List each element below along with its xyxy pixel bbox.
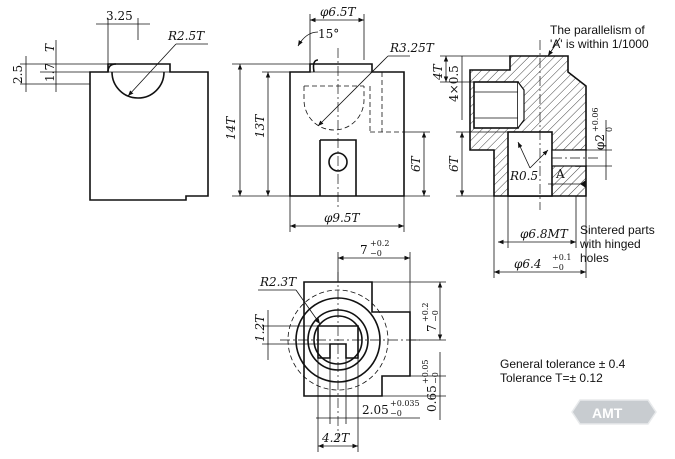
left-view: R2.5T 3.25 2.5 1.7 T: [11, 9, 209, 201]
d7-label: 7: [360, 243, 368, 257]
d065-tol-dn: −0: [431, 372, 440, 384]
left-view-top-edge: [107, 63, 117, 73]
d7v-label: 7: [425, 324, 439, 332]
d7-tol-up: +0.2: [370, 239, 389, 248]
front-view: φ6.5T 15° R3.25T 14T 13T 6T φ9.5T: [224, 5, 435, 232]
r05-leader: [517, 141, 531, 169]
left-view-arc-cut: [111, 71, 165, 99]
r25-leader: [127, 43, 177, 97]
parallel-leader: [547, 37, 561, 57]
d6a-label: 6T: [409, 155, 423, 172]
phi64-tol-up: +0.1: [552, 253, 571, 262]
d4t-label: 4T: [431, 63, 445, 81]
d6b-label: 6T: [447, 155, 461, 172]
d14-label: 14T: [224, 116, 238, 140]
amt-logo-badge: [571, 399, 657, 425]
d065-label: 0.65: [425, 385, 439, 412]
section-view: The parallelism of 'A' is within 1/1000 …: [431, 23, 655, 278]
phi95-label: φ9.5T: [324, 211, 360, 225]
front-view-chamfer: [312, 59, 319, 73]
front-view-outline: [289, 63, 405, 197]
r23-leader: [295, 289, 321, 325]
phi2-tol-dn: 0: [605, 127, 614, 132]
sintered-note-line3: holes: [580, 251, 609, 265]
parallel-note-line1: The parallelism of: [550, 23, 645, 37]
amt-logo: AMT: [571, 399, 657, 425]
r05-label: R0.5: [509, 169, 538, 183]
section-lower-cavity: [507, 131, 553, 197]
angle-label: 15°: [318, 27, 339, 41]
d325-label: 3.25: [106, 9, 133, 23]
d205-label: 2.05: [362, 403, 389, 417]
d4x05-label: 4×0.5: [447, 65, 461, 102]
datum-a-triangle: [580, 180, 586, 188]
d065-tol-up: +0.05: [421, 359, 430, 384]
r325-label: R3.25T: [389, 41, 435, 55]
amt-logo-text: AMT: [592, 405, 623, 421]
top-view-outline: [303, 281, 411, 397]
parallel-note-line2: 'A' is within 1/1000: [550, 37, 649, 51]
d205-tol-up: +0.035: [390, 399, 420, 408]
sintered-note-line1: Sintered parts: [580, 223, 655, 237]
d17-label: 1.7: [43, 63, 57, 82]
sintered-note-line2: with hinged: [579, 237, 641, 251]
section-bore-chamfer: [517, 81, 525, 129]
tolerance-t-note: Tolerance T=± 0.12: [500, 371, 603, 385]
d12-label: 1.2T: [253, 314, 267, 342]
phi2-tol-up: +0.06: [591, 107, 600, 132]
datum-a-label: A: [555, 167, 565, 181]
phi2-label: φ2: [593, 134, 607, 150]
front-view-hidden-arc: [303, 86, 365, 131]
d42-label: 4.2T: [321, 431, 350, 445]
d13-label: 13T: [253, 114, 267, 138]
phi64-label: φ6.4: [514, 257, 542, 271]
d7v-tol-up: +0.2: [421, 303, 430, 322]
phi64-tol-dn: −0: [552, 263, 564, 272]
r25-label: R2.5T: [167, 29, 205, 43]
d7-tol-dn: −0: [370, 249, 382, 258]
top-view: 7 +0.2 −0 R2.3T 1.2T 7 +0.2 −0 0.65 +0.0…: [253, 239, 446, 452]
phi68-label: φ6.8MT: [520, 227, 569, 241]
r325-leader: [317, 55, 389, 127]
r23-label: R2.3T: [259, 275, 297, 289]
section-bore: [473, 81, 519, 129]
d7v-tol-dn: −0: [431, 310, 440, 322]
d17-t-label: T: [43, 43, 57, 52]
front-view-slot: [319, 139, 357, 196]
angle-arc: [297, 31, 319, 47]
left-view-outline: [89, 63, 209, 201]
r05-leader2: [529, 149, 549, 169]
phi65-label: φ6.5T: [320, 5, 356, 19]
d205-tol-dn: −0: [390, 409, 402, 418]
general-tolerance-note: General tolerance ± 0.4: [500, 357, 626, 371]
d25-label: 2.5: [11, 65, 25, 84]
